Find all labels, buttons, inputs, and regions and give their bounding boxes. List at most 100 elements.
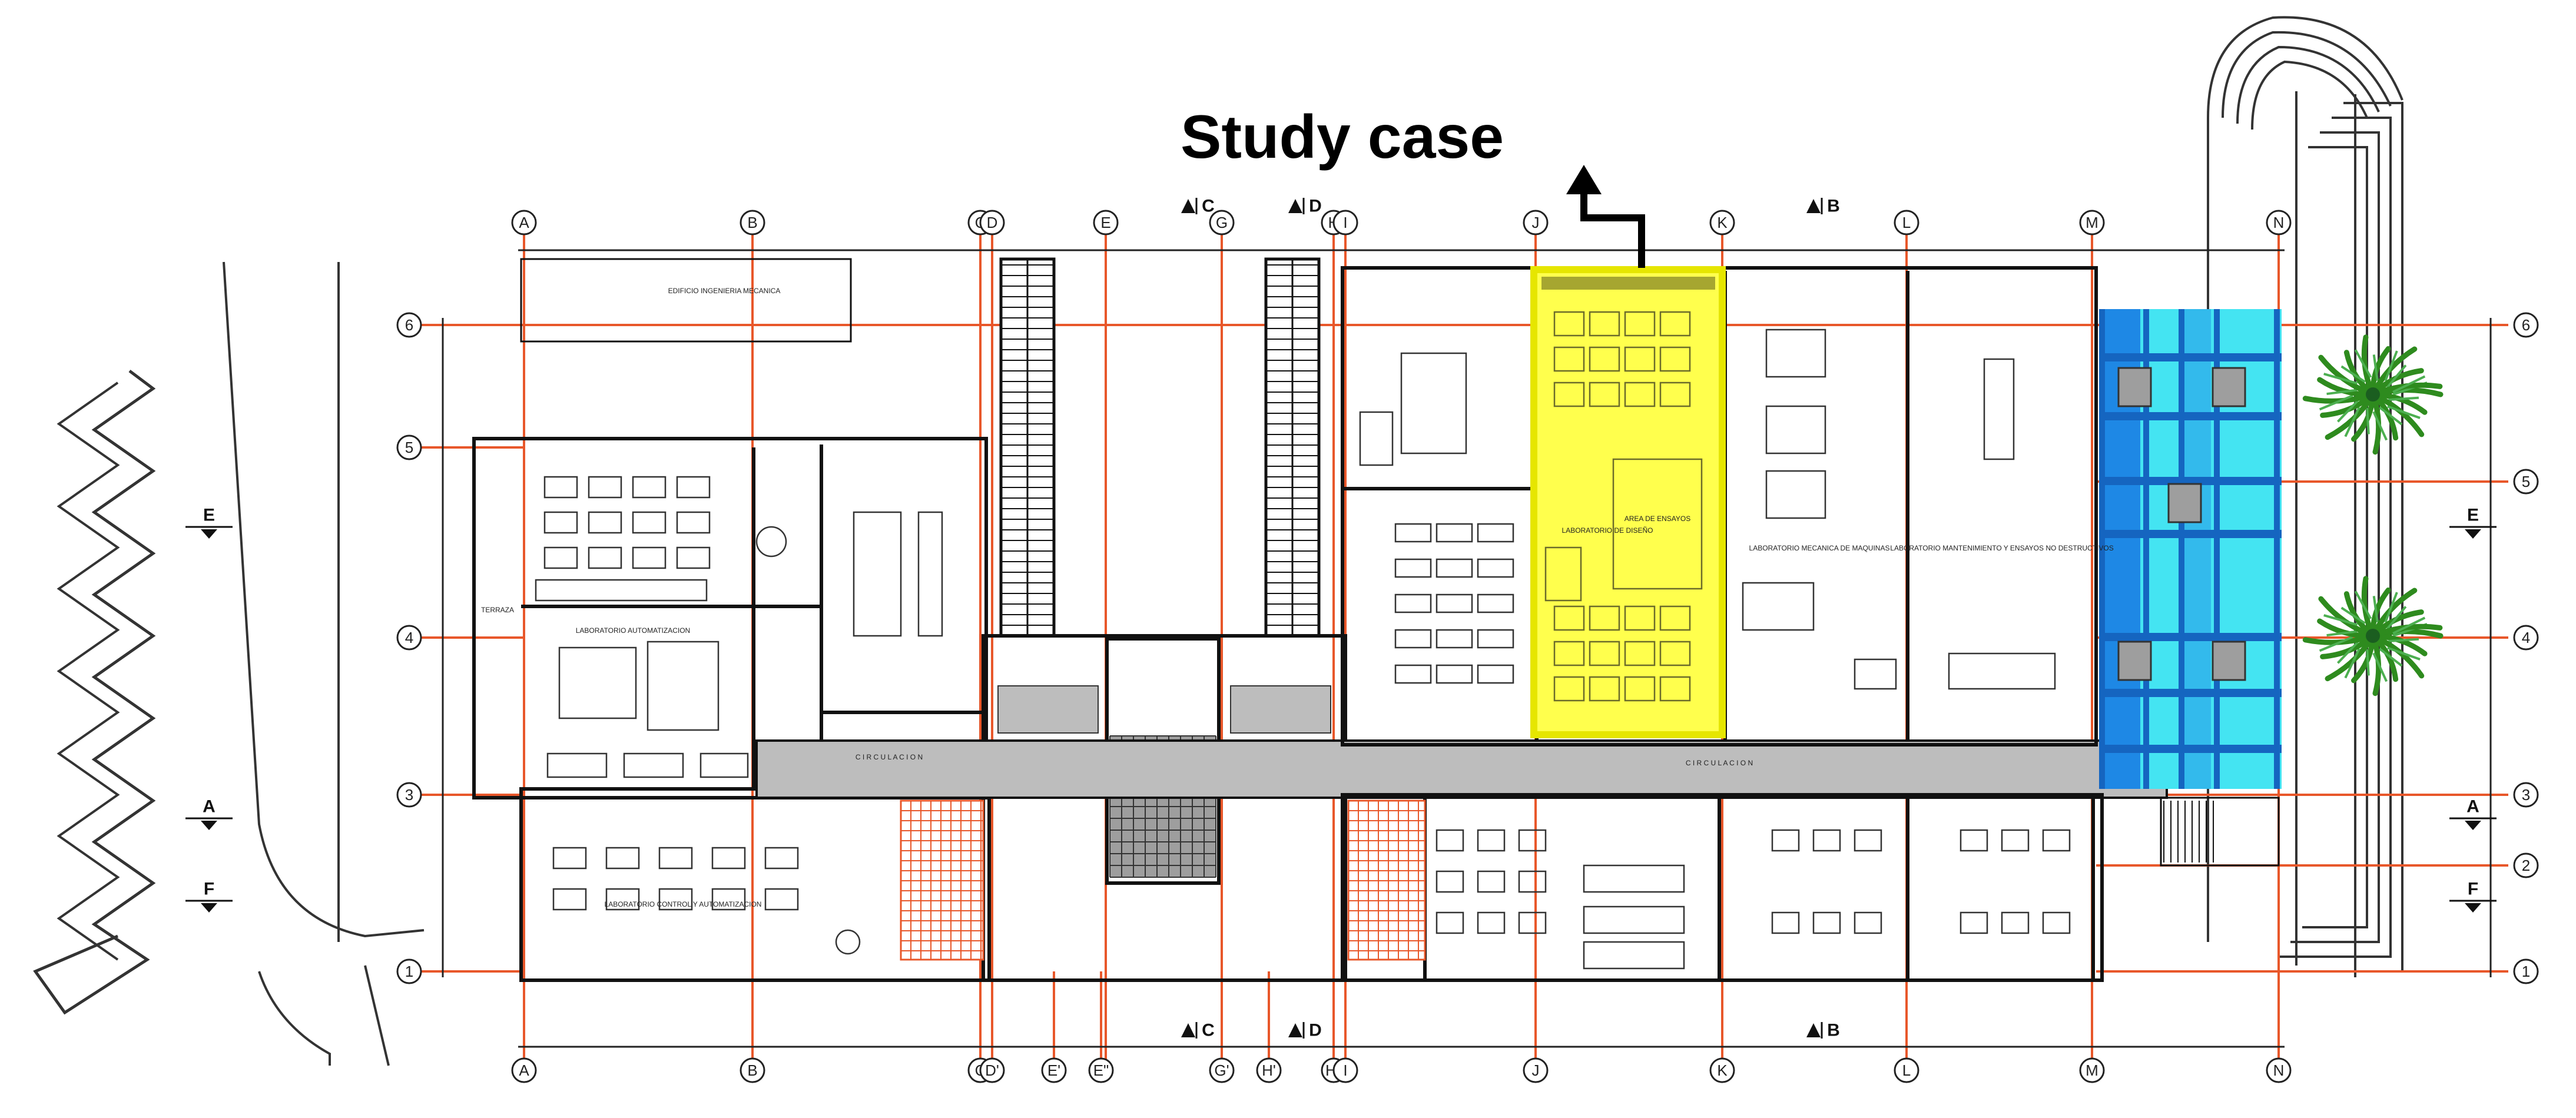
section-right-1: A <box>2449 797 2497 830</box>
grid-bubble-top-4: E <box>1093 210 1119 235</box>
grid-bubble-top-8-label: J <box>1532 214 1540 231</box>
grid-bubble-top-12-label: N <box>2273 214 2285 231</box>
site-landscape-west <box>33 261 425 1066</box>
study-case-arrow <box>1566 165 1645 268</box>
grid-bubble-top-10: L <box>1894 210 1919 235</box>
grid-bubble-left-0-label: 6 <box>405 316 413 334</box>
grid-bubble-left-1-label: 5 <box>405 439 413 456</box>
grid-bubble-top-1-label: B <box>747 214 757 231</box>
section-right-0-label: E <box>2467 506 2479 525</box>
room-label-lab-automatizacion: LABORATORIO AUTOMATIZACION <box>576 626 690 635</box>
stair-south-east <box>2160 797 2280 867</box>
grid-bubble-left-1: 5 <box>396 434 422 460</box>
grid-bubble-top-12: N <box>2266 210 2292 235</box>
grid-bubble-bottom-1-label: B <box>747 1061 757 1079</box>
ramp-east <box>1264 257 1321 638</box>
section-right-2-label: F <box>2468 880 2478 899</box>
room-label-lab-mecanica: LABORATORIO MECANICA DE MAQUINAS <box>1749 544 1890 552</box>
grid-bubble-right-3: 3 <box>2513 782 2539 808</box>
grid-bubble-top-0-label: A <box>519 214 529 231</box>
ramp-west <box>999 257 1056 638</box>
corridor-label-east: C I R C U L A C I O N <box>1686 759 1753 767</box>
section-top-0: C <box>1181 197 1215 216</box>
grid-bubble-right-5: 1 <box>2513 958 2539 984</box>
grid-bubble-bottom-6: G' <box>1209 1057 1235 1083</box>
tile-grid-lines <box>900 800 1425 960</box>
grid-bubble-bottom-12: L <box>1894 1057 1919 1083</box>
grid-bubble-bottom-0-label: A <box>519 1061 529 1079</box>
section-top-2-label: B <box>1827 197 1840 216</box>
building-west-block <box>472 258 991 982</box>
room-label-edificio: EDIFICIO INGENIERIA MECANICA <box>668 287 781 295</box>
grid-bubble-left-2: 4 <box>396 625 422 651</box>
grid-bubble-right-4: 2 <box>2513 852 2539 878</box>
grid-bubble-top-11: M <box>2079 210 2105 235</box>
grid-bubble-bottom-11: K <box>1709 1057 1735 1083</box>
section-left-2: F <box>185 880 233 913</box>
section-top-1: D <box>1288 197 1322 216</box>
grid-bubble-top-7-label: I <box>1343 214 1347 231</box>
grid-bubble-top-11-label: M <box>2086 214 2098 231</box>
grid-bubble-top-3: D <box>979 210 1005 235</box>
grid-bubble-right-0-label: 6 <box>2522 316 2530 334</box>
grid-bubble-bottom-3-label: D' <box>985 1061 999 1079</box>
grid-bubble-top-9: K <box>1709 210 1735 235</box>
grid-bubble-top-3-label: D <box>987 214 998 231</box>
section-bottom-0-label: C <box>1202 1021 1215 1040</box>
stair-landings <box>997 685 1331 734</box>
room-label-lab-mantenimiento: LABORATORIO MANTENIMIENTO Y ENSAYOS NO D… <box>1890 544 2113 552</box>
section-bottom-2-label: B <box>1827 1021 1840 1040</box>
grid-bubble-bottom-0: A <box>511 1057 537 1083</box>
section-bottom-0: C <box>1181 1021 1215 1040</box>
grid-bubble-left-3-label: 3 <box>405 786 413 804</box>
section-right-1-label: A <box>2466 797 2479 817</box>
grid-bubble-bottom-7-label: H' <box>1262 1061 1276 1079</box>
grid-bubble-right-2: 4 <box>2513 625 2539 651</box>
grid-bubble-bottom-9-label: I <box>1343 1061 1347 1079</box>
grid-bubble-top-9-label: K <box>1717 214 1728 231</box>
grid-bubble-bottom-5: E" <box>1088 1057 1114 1083</box>
grid-bubble-left-0: 6 <box>396 312 422 338</box>
grid-bubble-right-1-label: 5 <box>2522 473 2530 490</box>
tree-north <box>2302 334 2444 455</box>
grid-bubble-bottom-10-label: J <box>1532 1061 1540 1079</box>
facade-panels <box>2117 367 2246 681</box>
grid-bubble-top-10-label: L <box>1902 214 1911 231</box>
section-left-2-label: F <box>204 880 214 899</box>
room-label-terraza: TERRAZA <box>481 606 514 614</box>
grid-bubble-top-5: G <box>1209 210 1235 235</box>
grid-bubble-top-1: B <box>740 210 765 235</box>
section-marks: C D B C D B E A F E A F <box>185 197 2497 1040</box>
grid-bubble-left-3: 3 <box>396 782 422 808</box>
east-furniture <box>1359 329 2071 970</box>
section-right-0: E <box>2449 506 2497 539</box>
section-right-2: F <box>2449 880 2497 913</box>
section-bottom-2: B <box>1806 1021 1840 1040</box>
grid-bubble-bottom-3: D' <box>979 1057 1005 1083</box>
grid-bubble-top-7: I <box>1332 210 1358 235</box>
grid-bubble-bottom-10: J <box>1523 1057 1549 1083</box>
grid-bubble-bottom-12-label: L <box>1902 1061 1911 1079</box>
section-top-2: B <box>1806 197 1840 216</box>
grid-bubble-bottom-4: E' <box>1041 1057 1067 1083</box>
ramp-treads <box>1001 264 1319 626</box>
grid-bubble-right-0: 6 <box>2513 312 2539 338</box>
room-label-area-ensayos: AREA DE ENSAYOS <box>1624 515 1690 523</box>
section-top-1-label: D <box>1309 197 1322 216</box>
grid-bubble-bottom-5-label: E" <box>1093 1061 1109 1079</box>
section-top-0-label: C <box>1202 197 1215 216</box>
study-case-title: Study case <box>1181 103 1504 171</box>
site-landscape-east <box>2207 16 2403 977</box>
grid-bubble-bottom-13: M <box>2079 1057 2105 1083</box>
grid-bubble-top-5-label: G <box>1216 214 1228 231</box>
section-left-0-label: E <box>203 506 215 525</box>
section-bottom-1: D <box>1288 1021 1322 1040</box>
circulation-corridor <box>755 739 2168 799</box>
grid-bubble-bottom-1: B <box>740 1057 765 1083</box>
room-label-lab-control: LABORATORIO CONTROL Y AUTOMATIZACION <box>605 900 762 908</box>
grid-bubble-bottom-9: I <box>1332 1057 1358 1083</box>
grid-bubble-right-5-label: 1 <box>2522 963 2530 980</box>
grid-bubble-right-4-label: 2 <box>2522 857 2530 874</box>
section-left-0: E <box>185 506 233 539</box>
